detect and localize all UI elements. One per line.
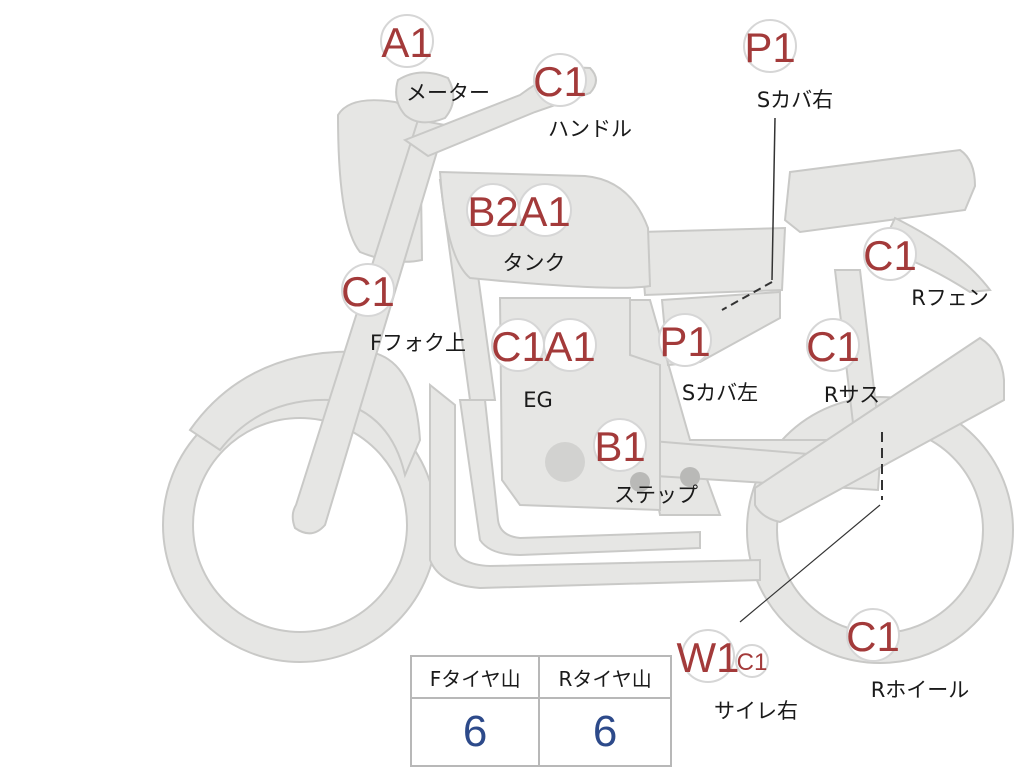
meter-marker[interactable]: A1 メーター xyxy=(380,14,490,105)
engine-grade-1: C1 xyxy=(491,323,545,370)
motorcycle-silhouette xyxy=(162,66,1014,664)
tank-grade-1: B2 xyxy=(467,188,518,235)
front-fork-upper-marker[interactable]: C1 Fフォク上 xyxy=(341,263,466,355)
exhaust-pipe-lower xyxy=(429,382,761,590)
leader-line-side-cover-right xyxy=(771,117,776,281)
handle-grade: C1 xyxy=(533,58,587,105)
muffler xyxy=(754,336,1005,524)
side-cover-right-grade: P1 xyxy=(744,24,795,71)
rear-wheel-label: Rホイール xyxy=(871,678,970,702)
front-fork-upper-grade: C1 xyxy=(341,268,395,315)
step-marker[interactable]: B1 ステップ xyxy=(593,418,698,507)
engine-marker[interactable]: C1 A1 EG xyxy=(491,318,597,412)
muffler-right-grade: W1 xyxy=(677,634,740,681)
rear-suspension-grade: C1 xyxy=(806,323,860,370)
side-cover-left-marker[interactable]: P1 Sカバ左 xyxy=(658,313,758,405)
leader-line-muffler-right xyxy=(739,504,881,623)
engine-grade-2: A1 xyxy=(544,323,595,370)
side-cover-right-marker[interactable]: P1 Sカバ右 xyxy=(743,19,833,112)
rear-fender-marker[interactable]: C1 Rフェン xyxy=(863,227,989,310)
rear-fender-label: Rフェン xyxy=(911,286,989,310)
leader-lines xyxy=(721,117,883,623)
meter-grade: A1 xyxy=(381,19,432,66)
muffler-right-marker[interactable]: W1 C1 サイレ右 xyxy=(677,629,799,723)
step-peg-right xyxy=(680,467,700,487)
rear-suspension-marker[interactable]: C1 Rサス xyxy=(806,318,880,407)
seat xyxy=(783,148,977,234)
handle-label: ハンドル xyxy=(548,117,632,141)
muffler-right-label: サイレ右 xyxy=(714,699,798,723)
rear-suspension-label: Rサス xyxy=(824,383,880,407)
meter-shape xyxy=(395,71,455,124)
tank-label: タンク xyxy=(503,251,566,275)
engine-label: EG xyxy=(523,388,553,412)
leader-line-side-cover-right-dash xyxy=(721,281,773,311)
meter-label: メーター xyxy=(406,81,490,105)
front-tire-tread-value: 6 xyxy=(409,697,541,767)
muffler-right-subgrade: C1 xyxy=(737,649,768,676)
rear-wheel-grade: C1 xyxy=(846,613,900,660)
rear-tire-tread-value: 6 xyxy=(538,697,672,767)
rear-tire-tread-header: Rタイヤ山 xyxy=(538,655,672,699)
side-cover-right-label: Sカバ右 xyxy=(757,88,833,112)
exhaust-pipe-upper xyxy=(458,399,701,557)
tank-grade-2: A1 xyxy=(519,188,570,235)
tire-table-value-row: 6 6 xyxy=(409,697,672,767)
front-tire-tread-header: Fタイヤ山 xyxy=(409,655,541,699)
step-label: ステップ xyxy=(614,483,698,507)
handle-marker[interactable]: C1 ハンドル xyxy=(533,53,632,141)
step-peg-left xyxy=(630,472,650,492)
rear-wheel-marker[interactable]: C1 Rホイール xyxy=(846,608,970,702)
engine-cover xyxy=(545,442,585,482)
side-cover-left-label: Sカバ左 xyxy=(682,381,758,405)
tank-marker[interactable]: B2 A1 タンク xyxy=(466,183,572,275)
side-cover-left-grade: P1 xyxy=(659,318,710,365)
side-cover-right-shape xyxy=(638,226,787,297)
tire-tread-table: Fタイヤ山 Rタイヤ山 6 6 xyxy=(409,655,672,767)
front-fork xyxy=(291,118,447,535)
step-grade: B1 xyxy=(594,423,645,470)
front-fork-upper-label: Fフォク上 xyxy=(370,331,466,355)
rear-fender-grade: C1 xyxy=(863,232,917,279)
tire-table-header-row: Fタイヤ山 Rタイヤ山 xyxy=(409,655,672,699)
